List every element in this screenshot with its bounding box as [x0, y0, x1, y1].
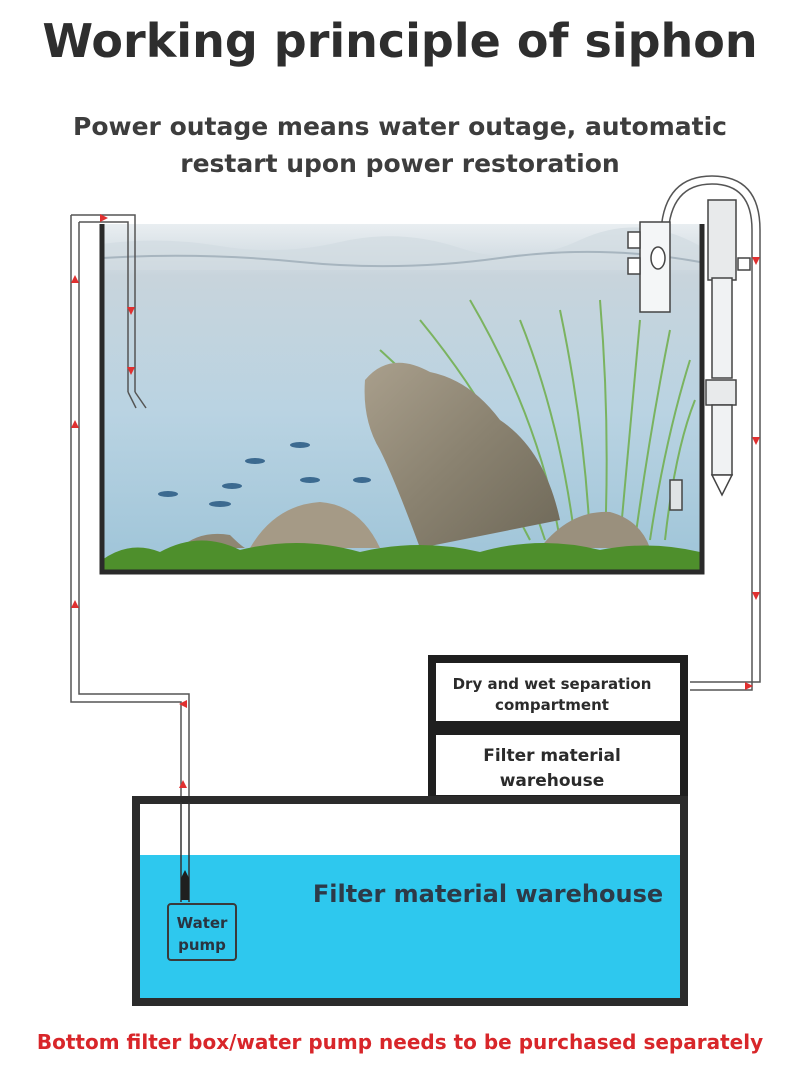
- pump-arrow: [181, 870, 189, 878]
- pump-label: Water pump: [176, 914, 228, 954]
- aquarium-tank: [99, 224, 705, 575]
- filter-main-label: Filter material warehouse: [312, 880, 664, 908]
- dry-wet-compartment: [428, 655, 688, 729]
- rock-formation: [180, 362, 650, 548]
- page-subtitle: Power outage means water outage, automat…: [73, 112, 727, 178]
- fish-group: [158, 442, 371, 507]
- filter-upper-label: Filter material warehouse: [483, 746, 621, 791]
- siphon-pipe: [660, 175, 761, 691]
- flow-arrows: [71, 214, 760, 788]
- overflow-device: [627, 199, 751, 511]
- bottom-filter-box: [132, 796, 688, 1006]
- footer-note: Bottom filter box/water pump needs to be…: [36, 1030, 764, 1054]
- dry-wet-label: Dry and wet separation compartment: [452, 675, 652, 714]
- water-pump: [167, 903, 237, 961]
- page-title: Working principle of siphon: [42, 14, 758, 68]
